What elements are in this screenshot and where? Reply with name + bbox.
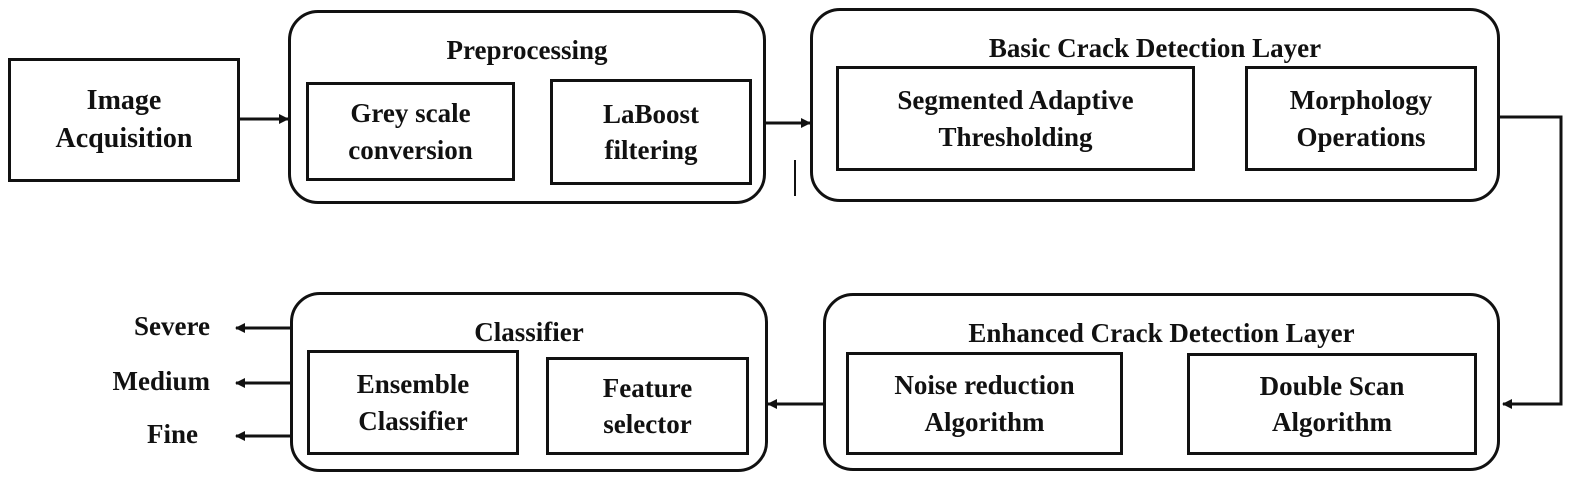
feature-selector-box: Feature selector [546,357,749,455]
ensemble-classifier-box: Ensemble Classifier [307,350,519,455]
image-acquisition-box: Image Acquisition [8,58,240,182]
morphology-operations-box: Morphology Operations [1245,66,1477,171]
basic-crack-detection-title: Basic Crack Detection Layer [988,33,1322,63]
greyscale-conversion-box: Grey scale conversion [306,82,515,181]
output-fine-label: Fine [147,419,198,449]
classifier-title: Classifier [474,317,584,347]
segmented-adaptive-thresholding-box: Segmented Adaptive Thresholding [836,66,1195,171]
laboost-filtering-box: LaBoost filtering [550,79,752,185]
arrow-basic-to-enhanced [1500,115,1563,409]
preprocessing-title: Preprocessing [446,35,608,65]
double-scan-algorithm-box: Double Scan Algorithm [1187,353,1477,455]
noise-reduction-algorithm-box: Noise reduction Algorithm [846,352,1123,455]
output-medium-label: Medium [112,366,211,396]
enhanced-crack-detection-title: Enhanced Crack Detection Layer [968,318,1355,348]
output-severe-label: Severe [134,311,210,341]
